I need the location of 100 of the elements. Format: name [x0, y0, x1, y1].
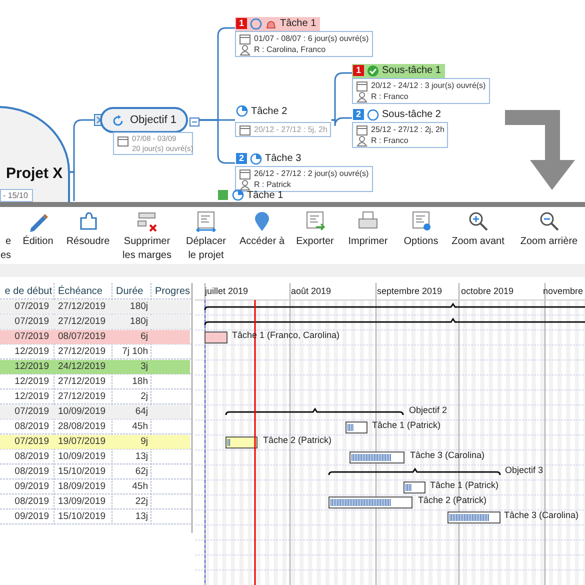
- duration-text: 13j: [134, 451, 148, 462]
- date-text: 08/07/2019: [58, 331, 107, 342]
- resource-text: R : Franco: [371, 136, 408, 145]
- resource-text: R : Carolina, Franco: [254, 45, 326, 54]
- task-title: Sous-tâche 1: [382, 65, 441, 76]
- duration-text: 18h: [131, 376, 148, 387]
- duration-text: 64j: [134, 406, 148, 417]
- bar-label: Objectif 2: [409, 405, 448, 415]
- date-text: 27/12/2019: [58, 391, 107, 402]
- duration-text: 22j: [134, 496, 148, 507]
- priority-badge: 1: [353, 65, 364, 76]
- connector-line: [198, 119, 235, 164]
- duration-text: 13j: [134, 511, 148, 522]
- connector-line: [70, 171, 75, 201]
- toolbar-button-label: Imprimer: [347, 235, 389, 249]
- duration-text: 7j 10h: [121, 346, 148, 357]
- resource-text: R : Patrick: [254, 180, 291, 189]
- month-header: juillet 2019: [205, 286, 248, 296]
- date-text: 07/2019: [14, 331, 49, 342]
- task-title: Sous-tâche 2: [382, 109, 441, 120]
- date-text: 27/12/2019: [58, 346, 107, 357]
- date-text: 10/09/2019: [58, 451, 107, 462]
- duration-text: 45h: [131, 421, 148, 432]
- date-range: 25/12 - 27/12 : 2j, 2h: [371, 125, 444, 134]
- bar-label: Tâche 2 (Patrick): [263, 435, 332, 445]
- date-text: 27/12/2019: [58, 316, 107, 327]
- date-text: 08/2019: [14, 421, 49, 432]
- date-text: 18/09/2019: [58, 481, 107, 492]
- bar-label: Objectif 3: [505, 465, 544, 475]
- duration-text: 9j: [140, 436, 148, 447]
- date-text: 08/2019: [14, 451, 49, 462]
- toolbar-button-label: Exporter: [295, 235, 335, 249]
- date-text: 13/09/2019: [58, 496, 107, 507]
- column-header: e de début: [4, 286, 52, 297]
- date-text: 07/2019: [14, 406, 49, 417]
- column-header: Durée: [116, 286, 144, 297]
- date-range: 20/12 - 27/12 : 5j, 2h: [254, 125, 328, 134]
- month-header: novembre: [543, 286, 584, 296]
- objective-title: Objectif 1: [130, 114, 176, 126]
- date-text: 08/2019: [14, 496, 49, 507]
- column-header: Échéance: [58, 286, 104, 297]
- task-title: Tâche 3: [265, 153, 302, 164]
- task-title: Tâche 2: [251, 106, 288, 116]
- priority-badge: 2: [236, 153, 247, 164]
- date-text: 15/10/2019: [58, 466, 107, 477]
- topic-title: Projet X: [6, 165, 63, 182]
- task-node: [235, 104, 332, 137]
- date-text: 07/2019: [14, 436, 49, 447]
- duration-text: 62j: [134, 466, 148, 477]
- toolbar-button-label: Zoom arrière: [519, 235, 579, 249]
- duration-text: 45h: [131, 481, 148, 492]
- toolbar-button-label: Zoom avant: [450, 235, 506, 249]
- column-header: Progres: [155, 286, 192, 297]
- date-range: - 15/10: [0, 189, 33, 202]
- connector-line: [331, 117, 352, 127]
- duration-text: 2j: [140, 391, 148, 402]
- date-text: 12/2019: [14, 346, 49, 357]
- toolbar-button-label: Édition: [22, 235, 54, 249]
- date-text: 28/08/2019: [58, 421, 107, 432]
- priority-badge: 1: [236, 18, 247, 29]
- duration-text: 180j: [129, 301, 148, 312]
- toolbar-button-label: Résoudre: [65, 235, 111, 249]
- date-text: 27/12/2019: [58, 301, 107, 312]
- date-range: 01/07 - 08/07 : 6 jour(s) ouvré(s): [254, 34, 369, 43]
- bar-label: Tâche 1 (Patrick): [430, 480, 499, 490]
- bar-label: Tâche 2 (Patrick): [418, 495, 487, 505]
- date-text: 09/2019: [14, 511, 49, 522]
- date-text: 07/2019: [14, 316, 49, 327]
- toolbar-button-label: Déplacer le projet: [184, 235, 228, 263]
- date-range: 20/12 - 24/12 : 3 jour(s) ouvré(s): [371, 81, 486, 90]
- month-header: août 2019: [291, 286, 332, 296]
- date-text: 27/12/2019: [58, 376, 107, 387]
- task-title: Tâche 1: [247, 190, 284, 200]
- toolbar-button-label: e es: [0, 235, 11, 263]
- date-text: 15/10/2019: [58, 511, 107, 522]
- date-text: 24/12/2019: [58, 361, 107, 372]
- date-text: 09/2019: [14, 481, 49, 492]
- date-text: 07/2019: [14, 301, 49, 312]
- duration-text: 3j: [140, 361, 148, 372]
- month-header: octobre 2019: [461, 286, 514, 296]
- bar-label: Tâche 1 (Patrick): [372, 420, 441, 430]
- month-header: septembre 2019: [377, 286, 442, 296]
- bar-label: Tâche 3 (Carolina): [504, 510, 579, 520]
- duration-text: 6j: [140, 331, 148, 342]
- date-text: 08/2019: [14, 466, 49, 477]
- objective-node: [94, 107, 198, 155]
- toolbar-button-label: Accéder à: [238, 235, 286, 249]
- date-text: 10/09/2019: [58, 406, 107, 417]
- priority-badge: 2: [353, 109, 364, 120]
- duration-text: 180j: [129, 316, 148, 327]
- date-text: 12/2019: [14, 376, 49, 387]
- date-range: 26/12 - 27/12 : 2 jour(s) ouvré(s): [254, 169, 369, 178]
- bar-label: Tâche 3 (Carolina): [410, 450, 485, 460]
- date-text: 19/07/2019: [58, 436, 107, 447]
- date-text: 12/2019: [14, 391, 49, 402]
- toolbar-button-label: Options: [402, 235, 440, 249]
- date-text: 12/2019: [14, 361, 49, 372]
- toolbar-button-label: Supprimer les marges: [122, 235, 172, 263]
- resource-text: R : Franco: [371, 92, 408, 101]
- task-title: Tâche 1: [280, 18, 316, 29]
